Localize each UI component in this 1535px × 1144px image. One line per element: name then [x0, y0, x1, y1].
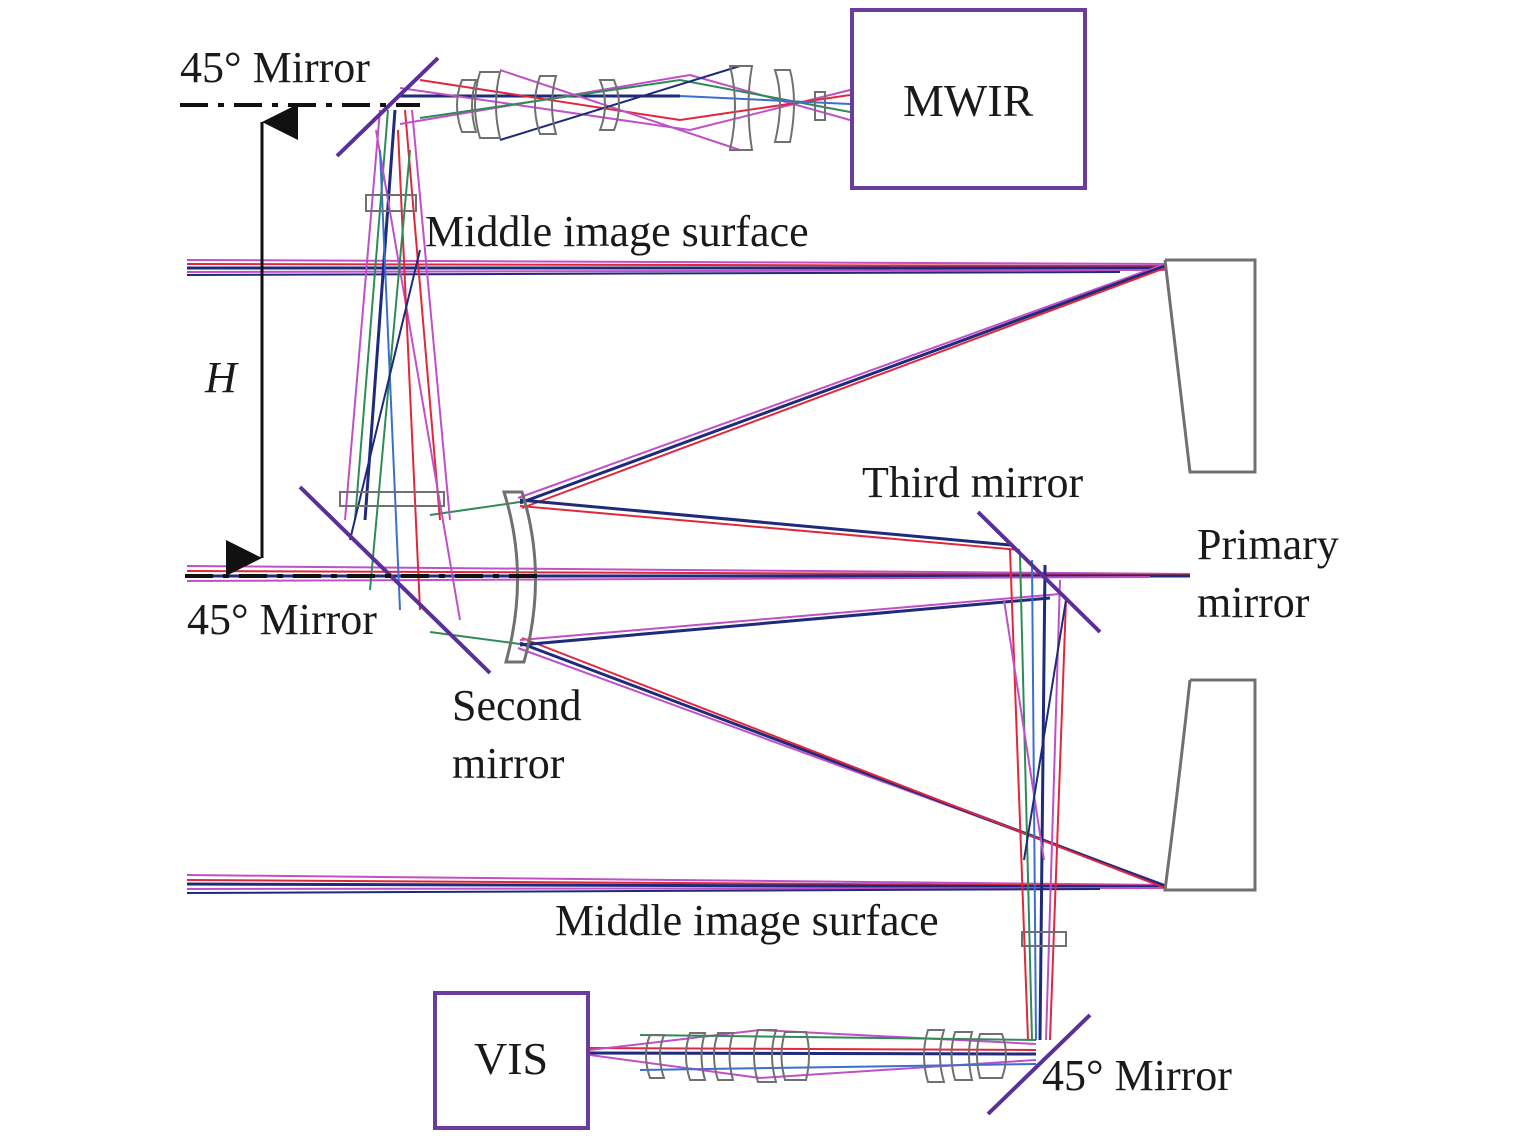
- vis-relay-lenses: [645, 1029, 1007, 1083]
- bottom-input-beam: [186, 874, 1166, 894]
- secondary-to-third: [429, 498, 1061, 647]
- third-to-bottom-fold: [1003, 549, 1067, 1041]
- second-mirror: [501, 490, 537, 664]
- dimension-h: H: [204, 104, 298, 576]
- top-input-beam: [186, 259, 1166, 276]
- label-second-mirror-2: mirror: [452, 739, 565, 788]
- primary-mirror-lower-segment: [1163, 678, 1257, 892]
- label-middle-image-surface-bottom: Middle image surface: [555, 896, 939, 945]
- annotation-labels: 45° Mirror Middle image surface Third mi…: [180, 43, 1339, 1100]
- mwir-relay-beam: [399, 65, 851, 151]
- dimension-h-label: H: [204, 353, 239, 402]
- primary-to-secondary-lower: [517, 637, 1166, 889]
- label-mirror-45-top: 45° Mirror: [180, 43, 370, 92]
- label-primary-mirror-2: mirror: [1197, 578, 1310, 627]
- primary-mirror-upper-segment: [1163, 258, 1257, 474]
- label-second-mirror-1: Second: [452, 681, 582, 730]
- ray-bundles: [186, 65, 1191, 1079]
- primary-to-secondary-upper: [517, 263, 1166, 509]
- mwir-label: MWIR: [903, 75, 1034, 126]
- label-mirror-45-bottom: 45° Mirror: [1042, 1051, 1232, 1100]
- vis-box: [433, 991, 590, 1130]
- mirror-45-top: [335, 56, 440, 158]
- mirror-45-bottom: [986, 1013, 1092, 1116]
- mwir-detector: MWIR: [850, 8, 1087, 190]
- mwir-relay-lenses: [456, 65, 826, 151]
- mwir-box: [850, 8, 1087, 190]
- label-middle-image-surface-top: Middle image surface: [425, 207, 809, 256]
- optical-axes: [180, 103, 540, 578]
- vis-label: VIS: [474, 1033, 548, 1084]
- fold-column-beam: [344, 109, 461, 621]
- fold-mirrors: [298, 56, 1102, 1116]
- vis-detector: VIS: [433, 991, 590, 1130]
- label-third-mirror: Third mirror: [862, 458, 1084, 507]
- third-mirror: [976, 510, 1102, 634]
- mirror-45-middle: [298, 485, 492, 675]
- fold-column-lenses: [339, 194, 1067, 947]
- primary-mirror: [1163, 258, 1257, 892]
- label-mirror-45-middle: 45° Mirror: [187, 595, 377, 644]
- label-primary-mirror-1: Primary: [1197, 520, 1339, 569]
